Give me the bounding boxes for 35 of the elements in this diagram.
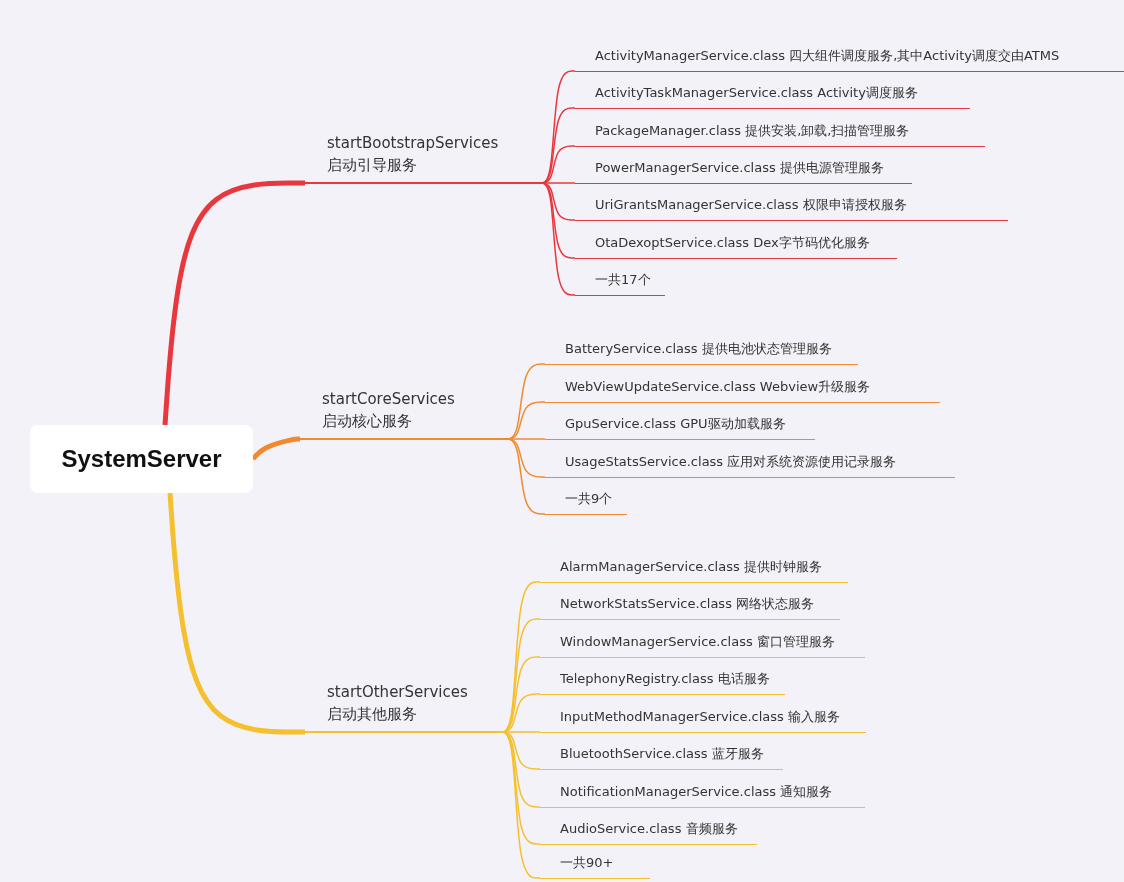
connector-line (499, 731, 541, 879)
connector-line (162, 180, 305, 426)
connector-line (251, 436, 302, 461)
topic-title: 一共17个 (595, 270, 651, 289)
root-node-box (30, 425, 253, 493)
topic-title: WebViewUpdateService.class Webview升级服务 (565, 377, 871, 396)
topic-title: TelephonyRegistry.class 电话服务 (560, 669, 770, 688)
topic-title: SystemServer (61, 445, 222, 473)
topic-title: BluetoothService.class 蓝牙服务 (560, 744, 764, 763)
topic-title: startBootstrapServices (327, 133, 500, 154)
topic-title: BatteryService.class 提供电池状态管理服务 (565, 339, 832, 358)
topic-title: ActivityTaskManagerService.class Activity调度服务 (595, 83, 918, 102)
topic-title: NetworkStatsService.class 网络状态服务 (560, 594, 815, 613)
topic-subtitle: 启动引导服务 (327, 155, 418, 176)
topic-title: NotificationManagerService.class 通知服务 (560, 782, 833, 801)
topic-title: 一共9个 (565, 489, 613, 508)
topic-title: AudioService.class 音频服务 (560, 819, 738, 838)
connector-line (539, 182, 576, 296)
topic-title: InputMethodManagerService.class 输入服务 (560, 707, 840, 726)
topic-title: startCoreServices (322, 389, 456, 410)
topic-title: ActivityManagerService.class 四大组件调度服务,其中Activity调度交由ATMS (595, 46, 1060, 65)
connector-line (167, 492, 305, 735)
topic-subtitle: 启动其他服务 (327, 704, 418, 725)
topic-title: UriGrantsManagerService.class 权限申请授权服务 (595, 195, 907, 214)
topic-title: 一共90+ (560, 853, 614, 872)
topic-title: GpuService.class GPU驱动加载服务 (565, 414, 786, 433)
connector-line (504, 438, 546, 515)
topic-title: startOtherServices (327, 682, 469, 703)
topic-title: OtaDexoptService.class Dex字节码优化服务 (595, 233, 870, 252)
topic-title: PowerManagerService.class 提供电源管理服务 (595, 158, 884, 177)
topic-title: PackageManager.class 提供安装,卸载,扫描管理服务 (595, 121, 910, 140)
topic-title: WindowManagerService.class 窗口管理服务 (560, 632, 835, 651)
topic-title: UsageStatsService.class 应用对系统资源使用记录服务 (565, 452, 897, 471)
topic-subtitle: 启动核心服务 (322, 411, 413, 432)
topic-title: AlarmManagerService.class 提供时钟服务 (560, 557, 822, 576)
